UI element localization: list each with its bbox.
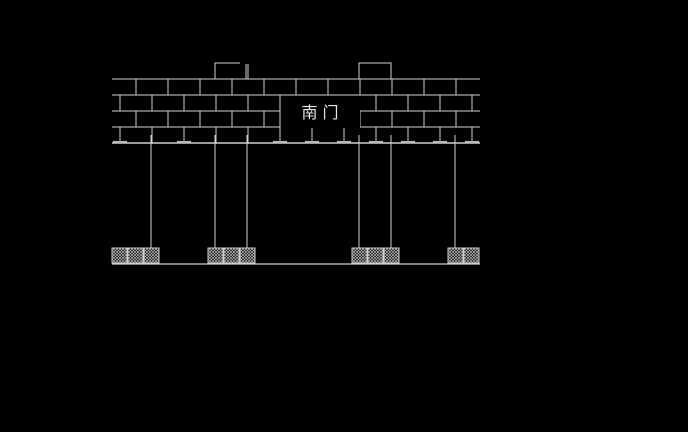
column-base-block — [351, 247, 368, 264]
sign-label: 南 门 — [301, 103, 338, 122]
columns — [150, 135, 456, 248]
sign-board: 南 门 — [279, 96, 360, 128]
parapet-right — [358, 62, 392, 79]
brick-wall — [112, 78, 480, 143]
parapet-left — [214, 62, 249, 79]
column-base-block — [207, 247, 224, 264]
column-base-block — [223, 247, 240, 264]
column-base-block — [127, 247, 144, 264]
column-base-block — [447, 247, 464, 264]
column-base-block — [367, 247, 384, 264]
column-base-block — [239, 247, 256, 264]
column-base-block — [383, 247, 400, 264]
column-bases — [111, 247, 480, 264]
column-base-block — [143, 247, 160, 264]
column-base-block — [111, 247, 128, 264]
column-base-block — [463, 247, 480, 264]
